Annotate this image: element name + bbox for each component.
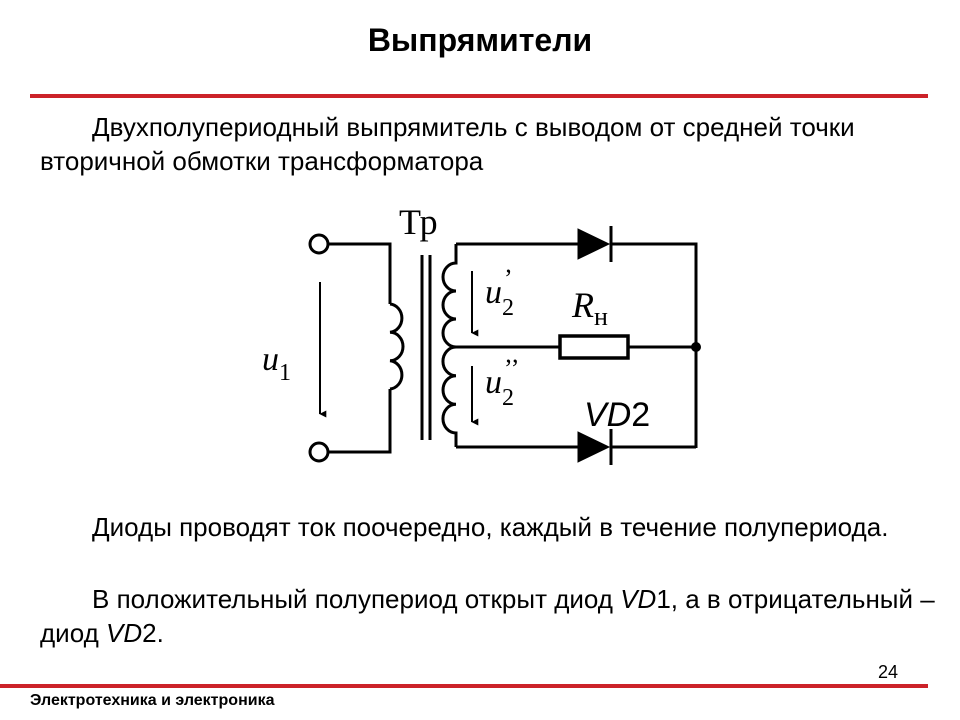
primary-coil	[389, 302, 405, 391]
diode-vd2-label: VD2	[584, 396, 650, 434]
load-resistor	[558, 334, 630, 360]
vd1-num: 1	[656, 584, 671, 614]
transformer-label: Тр	[399, 202, 438, 242]
load-resistor-label: Rн	[571, 285, 608, 331]
primary-wire-bottom	[328, 389, 392, 454]
diodes-text: Диоды проводят ток поочередно, каждый в …	[92, 512, 889, 542]
secondary-coil-upper	[441, 244, 458, 349]
page-number: 24	[878, 662, 899, 682]
vd2-num: 2	[142, 618, 157, 648]
half-period-paragraph: В положительный полупериод открыт диод V…	[40, 582, 940, 650]
half-period-text-2: , а в отрицательный – диод	[40, 584, 935, 648]
u1-label: u1	[262, 341, 291, 386]
junction-node	[691, 342, 701, 352]
u2-lower-label: u2’’	[485, 354, 519, 411]
footer-divider	[0, 684, 928, 688]
input-terminal-top	[308, 233, 330, 255]
intro-text: Двухполупериодный выпрямитель с выводом …	[40, 112, 855, 176]
half-period-text-3: .	[156, 618, 164, 648]
secondary-coil-lower	[441, 345, 458, 447]
course-footer: Электротехника и электроника	[30, 692, 275, 709]
diode-vd1-symbol	[577, 226, 613, 262]
title-divider	[30, 94, 928, 98]
intro-paragraph: Двухполупериодный выпрямитель с выводом …	[40, 110, 940, 178]
input-terminal-bottom	[308, 441, 330, 463]
primary-wire-top	[328, 242, 392, 304]
top-wire-right	[611, 242, 698, 448]
vd2-ref: VD	[105, 618, 143, 648]
half-period-text-1: В положительный полупериод открыт диод	[92, 584, 621, 614]
diodes-paragraph: Диоды проводят ток поочередно, каждый в …	[40, 510, 940, 544]
vd1-ref: VD	[620, 584, 657, 614]
diode-vd2-symbol	[577, 429, 613, 465]
slide-title: Выпрямители	[367, 22, 593, 58]
u2-upper-label: u2’	[485, 264, 514, 321]
